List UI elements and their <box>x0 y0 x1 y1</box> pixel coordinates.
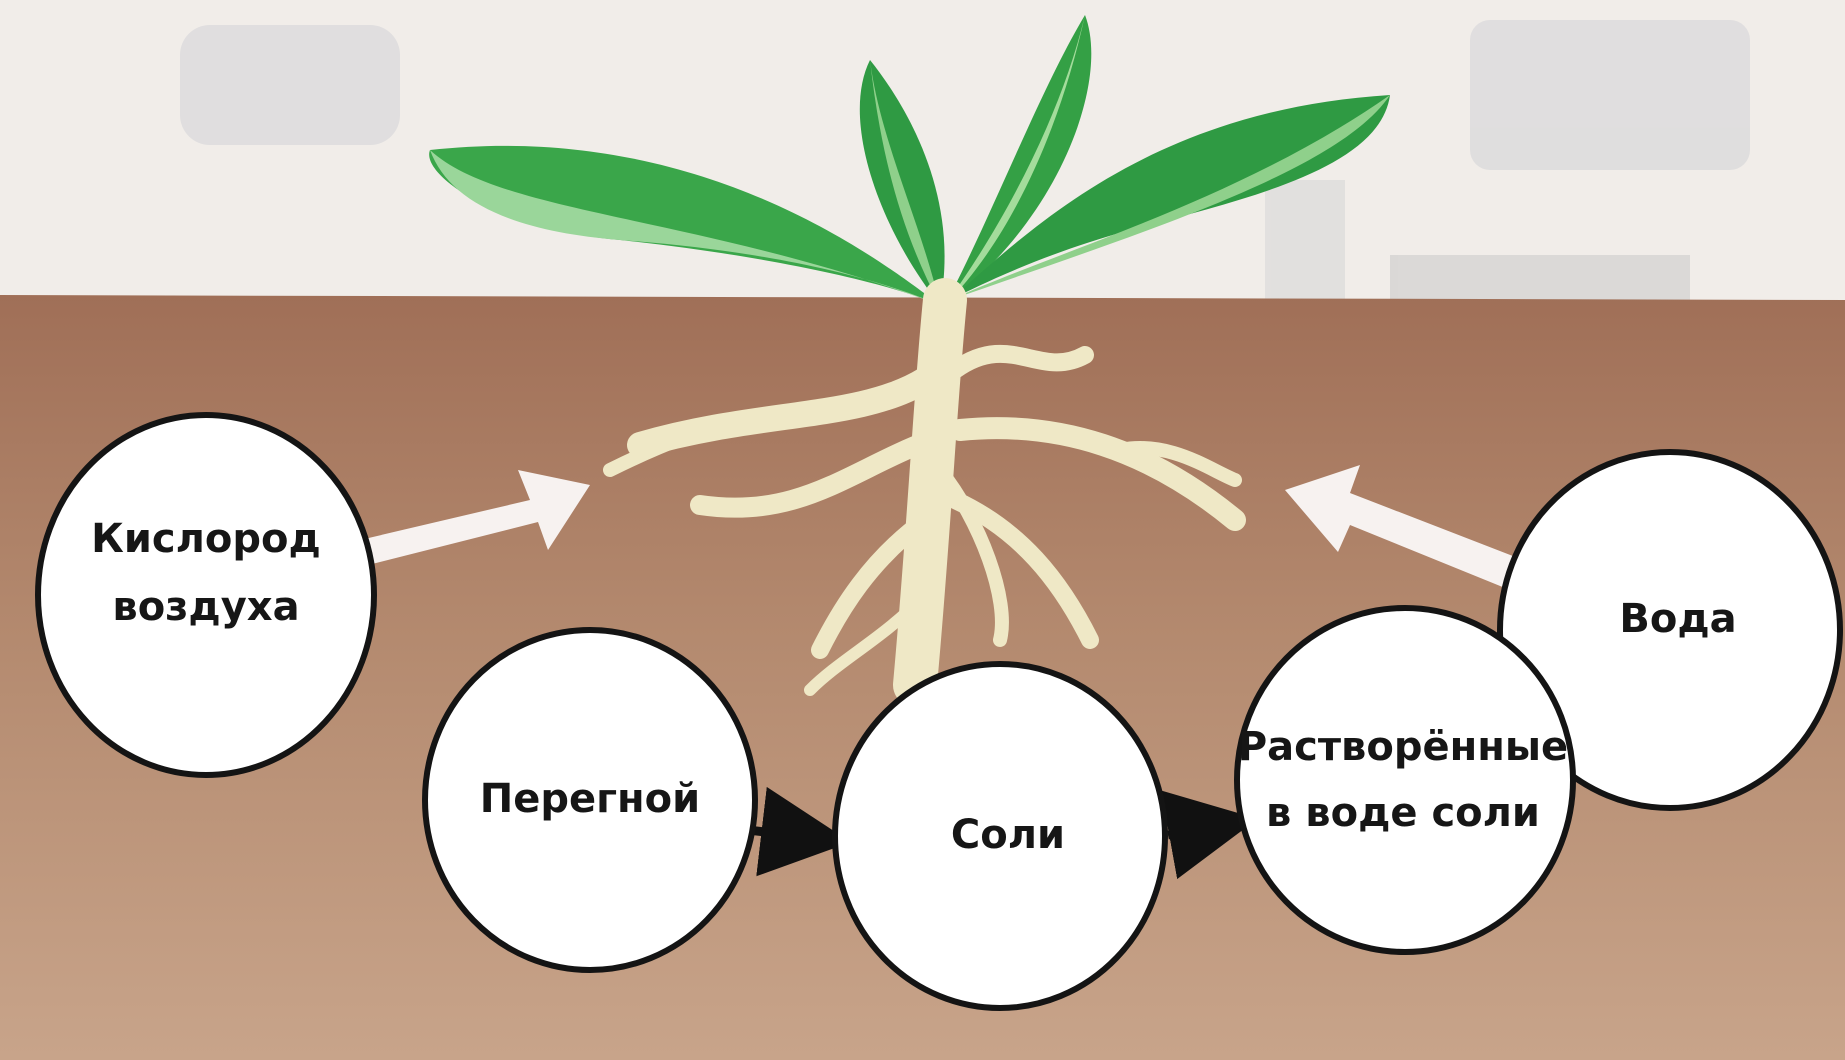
node-oxygen: Кислород воздуха <box>38 415 374 775</box>
node-humus: Перегной <box>425 630 755 970</box>
oxygen-label-line-2: воздуха <box>112 584 299 630</box>
dissolved-label-line-2: в воде соли <box>1266 790 1540 836</box>
dissolved-salts-circle <box>1237 608 1573 952</box>
salts-label: Соли <box>951 812 1065 858</box>
humus-label: Перегной <box>480 776 700 822</box>
node-salts: Соли <box>835 664 1165 1008</box>
node-dissolved-salts: Растворённые в воде соли <box>1237 608 1573 952</box>
oxygen-label-line-1: Кислород <box>91 516 321 562</box>
dissolved-label-line-1: Растворённые <box>1238 724 1568 770</box>
water-label: Вода <box>1619 596 1736 642</box>
